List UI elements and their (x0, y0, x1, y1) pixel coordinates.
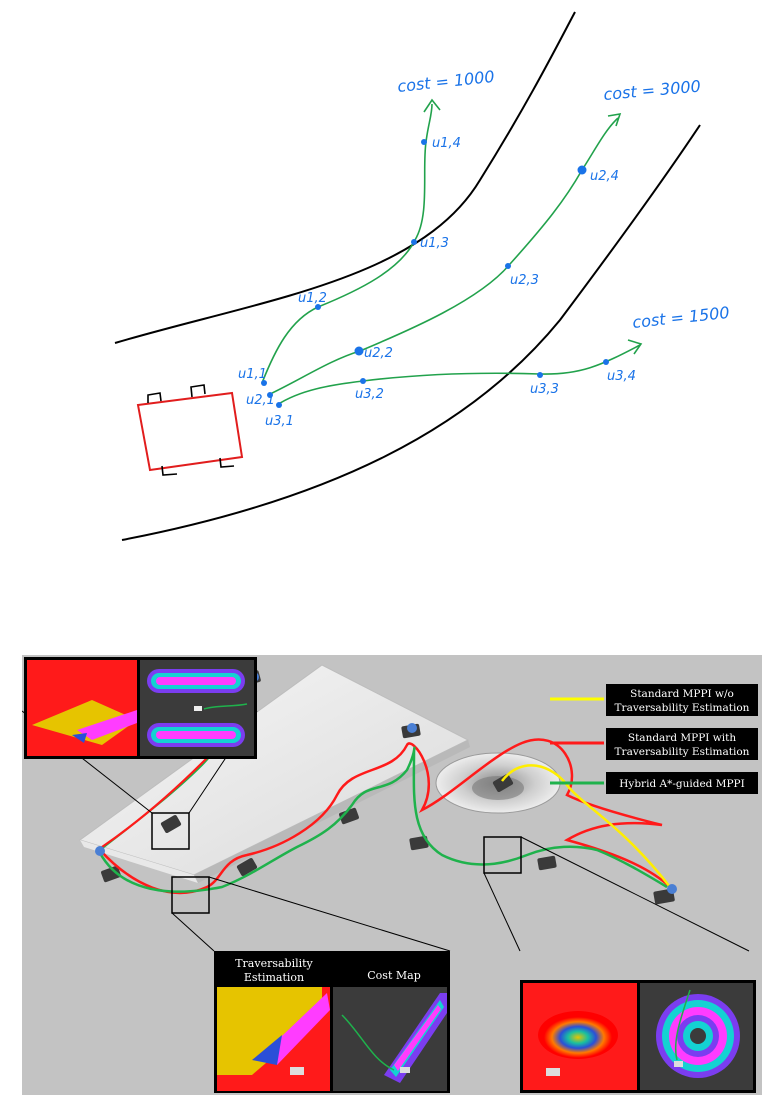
legend-label-2a: Standard MPPI with (628, 732, 736, 744)
cost-label-1: cost = 1000 (396, 67, 495, 96)
legend-label-1b: Traversability Estimation (615, 702, 750, 714)
legend-label-1a: Standard MPPI w/o (630, 688, 734, 700)
mppi-sketch: u1,1 u1,2 u1,3 u1,4 u2,1 u2,2 u2,3 u2,4 … (114, 11, 730, 541)
zoom-box-bowl (483, 836, 522, 874)
legend: Standard MPPI w/o Traversability Estimat… (550, 684, 758, 794)
goal-marker (667, 884, 677, 894)
trajectory-standard-mppi-with-te (99, 738, 671, 895)
zoom-box-ramp-top (151, 812, 190, 850)
label-u12: u1,2 (298, 291, 327, 306)
point-u12 (315, 304, 321, 310)
point-u24 (577, 165, 587, 175)
trajectory-hybrid-astar-mppi (98, 746, 668, 893)
label-u21: u2,1 (246, 393, 275, 408)
trajectory-2 (267, 117, 619, 396)
robot-sketch (136, 384, 244, 476)
label-u31: u3,1 (265, 414, 294, 429)
simulation-figure: Traversability Estimation Cost Map Sta (22, 655, 762, 1095)
inset-bottom-center: Traversability Estimation Cost Map (214, 951, 450, 1093)
inset-label-cost-map: Cost Map (367, 969, 420, 982)
trajectory-3 (276, 344, 641, 406)
control-points (261, 139, 609, 408)
label-u23: u2,3 (510, 273, 539, 288)
cost-label-3: cost = 1500 (631, 303, 730, 332)
label-u33: u3,3 (530, 382, 559, 397)
point-u13 (411, 239, 417, 245)
point-u31 (276, 402, 282, 408)
trajectory-standard-mppi-wo-te (501, 764, 671, 888)
label-u13: u1,3 (420, 236, 449, 251)
inset-top-left (24, 657, 257, 759)
start-marker (95, 846, 105, 856)
label-u34: u3,4 (607, 369, 636, 384)
point-u11 (261, 380, 267, 386)
point-u34 (603, 359, 609, 365)
point-u22 (354, 346, 364, 356)
point-u14 (421, 139, 427, 145)
waypoint-marker-mid (407, 723, 417, 733)
label-u22: u2,2 (364, 346, 393, 361)
legend-label-2b: Traversability Estimation (615, 746, 750, 758)
point-u23 (505, 263, 511, 269)
legend-label-3: Hybrid A*-guided MPPI (619, 778, 745, 790)
zoom-box-ramp-bottom (171, 876, 210, 914)
trajectory-1 (261, 103, 433, 384)
label-u14: u1,4 (432, 136, 461, 151)
inset-label-traversability-line1: Traversability (235, 957, 313, 970)
cost-label-2: cost = 3000 (603, 77, 702, 104)
label-u24: u2,4 (590, 169, 619, 184)
road-boundary-upper (114, 11, 576, 344)
label-u11: u1,1 (238, 367, 267, 382)
point-u33 (537, 372, 543, 378)
inset-bottom-right (520, 980, 756, 1093)
inset-label-traversability-line2: Estimation (244, 971, 304, 984)
point-u32 (360, 378, 366, 384)
road-boundary-lower (121, 124, 701, 541)
label-u32: u3,2 (355, 387, 384, 402)
point-u21 (267, 392, 273, 398)
